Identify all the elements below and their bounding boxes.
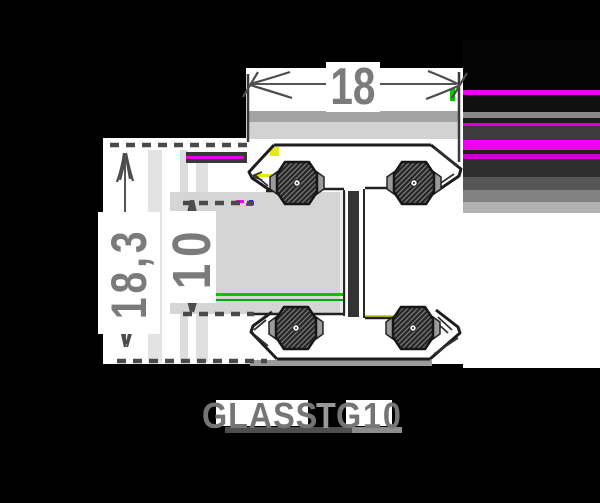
- caption-shadow-bar-1: [225, 427, 352, 433]
- artifact-stripe: [463, 118, 600, 123]
- artifact-green-line-1: [202, 293, 345, 296]
- artifact-stripe-magenta: [463, 123, 600, 126]
- caption-divider: T: [316, 395, 337, 436]
- artifact-green-dash: [450, 88, 455, 101]
- artifact-stripe: [463, 202, 600, 213]
- bottom-flange-shadow: [250, 360, 432, 366]
- caption-paper-patch-2: [346, 400, 392, 426]
- extension-dashed-lines: [110, 142, 267, 364]
- dim-label-height: 18,3: [98, 212, 160, 334]
- artifact-green-line-2: [202, 299, 345, 301]
- dim-label-width: 18: [326, 58, 380, 116]
- artifact-yellow-line: [256, 174, 272, 177]
- artifact-yellow-speck: [270, 147, 279, 156]
- artifact-stripe-magenta: [463, 154, 600, 159]
- dim-width-value: 18: [330, 58, 376, 116]
- artifact-yellow-line-bottom: [363, 315, 411, 318]
- web-lines: [343, 189, 365, 318]
- paper-right-area: [463, 213, 600, 368]
- caption-paper-patch-1: [216, 400, 308, 426]
- artifact-stripe: [463, 126, 600, 140]
- artifact-magenta-line: [186, 156, 244, 159]
- profile-inner-lines: [254, 186, 394, 320]
- glass-pane-highlight: [340, 192, 345, 314]
- artifact-stripe-magenta: [463, 90, 600, 95]
- scan-band-dark: [248, 111, 459, 122]
- gasket-top-left: [268, 160, 326, 206]
- gasket-top-right: [385, 160, 443, 206]
- artifact-stripe: [463, 150, 600, 154]
- caption-shadow-bar-2: [352, 427, 402, 433]
- artifact-stripe: [463, 112, 600, 118]
- artifact-stripe-magenta: [463, 140, 600, 150]
- gasket-bottom-right: [384, 305, 442, 351]
- scan-band-light: [248, 122, 459, 139]
- dim-height-value: 18,3: [101, 227, 157, 319]
- dimension-arrowheads: [115, 69, 468, 348]
- artifact-stripe: [463, 159, 600, 177]
- artifact-stripe: [463, 190, 600, 202]
- artifact-stripe: [463, 40, 600, 90]
- dim-glass-thickness-value: 10: [162, 224, 222, 290]
- artifact-stripe: [463, 95, 600, 112]
- caption-series: GLASS: [202, 395, 319, 436]
- dim-label-glass-thickness: 10: [162, 211, 222, 303]
- caption-code: G10: [336, 395, 403, 436]
- web-bar: [348, 191, 359, 317]
- artifact-stripe: [463, 177, 600, 190]
